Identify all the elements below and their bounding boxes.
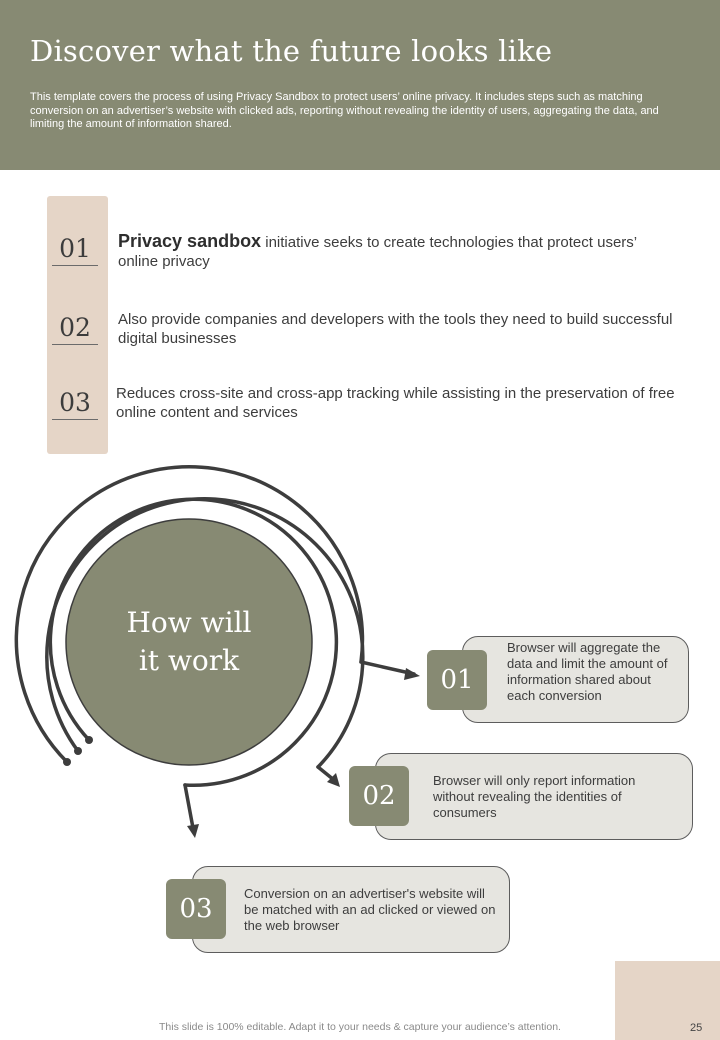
arc-inner bbox=[48, 497, 339, 787]
step-number-01: 01 bbox=[427, 650, 487, 710]
page-number: 25 bbox=[690, 1022, 703, 1034]
arrow-to-step-01 bbox=[359, 660, 416, 676]
step-box-02 bbox=[375, 753, 693, 840]
arc-dot-outer bbox=[63, 758, 71, 766]
point-text-03: Reduces cross-site and cross-app trackin… bbox=[116, 385, 675, 421]
how-it-works-diagram bbox=[14, 465, 420, 838]
header-banner: Discover what the future looks like This… bbox=[0, 0, 720, 170]
point-text-02: Also provide companies and developers wi… bbox=[118, 311, 673, 347]
step-text-03: Conversion on an advertiser's website wi… bbox=[244, 886, 496, 933]
numbers-sidebar bbox=[47, 196, 108, 454]
page-description: This template covers the process of usin… bbox=[30, 91, 659, 130]
center-circle-label: How will it work bbox=[66, 604, 312, 680]
arrowhead-02 bbox=[327, 773, 340, 787]
arrowhead-01 bbox=[404, 668, 420, 680]
point-number-02: 02 bbox=[52, 313, 98, 345]
arc-outer bbox=[14, 465, 365, 764]
footer-note: This slide is 100% editable. Adapt it to… bbox=[159, 1021, 561, 1033]
arrowhead-03 bbox=[187, 824, 199, 838]
step-number-02: 02 bbox=[349, 766, 409, 826]
corner-accent bbox=[615, 961, 720, 1040]
arrow-to-step-03 bbox=[183, 783, 195, 830]
step-box-01 bbox=[462, 636, 689, 723]
arc-dot-inner bbox=[85, 736, 93, 744]
point-text-01: Privacy sandbox initiative seeks to crea… bbox=[118, 232, 678, 271]
step-text-02: Browser will only report information wit… bbox=[433, 773, 636, 820]
step-box-03 bbox=[192, 866, 510, 953]
point-bold-01: Privacy sandbox bbox=[118, 231, 262, 251]
point-number-03: 03 bbox=[52, 388, 98, 420]
arc-dot-middle bbox=[74, 747, 82, 755]
step-text-01: Browser will aggregate the data and limi… bbox=[507, 640, 668, 703]
point-body-01: initiative seeks to create technologies … bbox=[118, 234, 637, 270]
center-label-line1: How will bbox=[126, 606, 252, 639]
step-number-03: 03 bbox=[166, 879, 226, 939]
center-circle bbox=[65, 518, 313, 766]
page-title: Discover what the future looks like bbox=[30, 34, 553, 68]
center-label-line2: it work bbox=[138, 644, 240, 677]
point-number-01: 01 bbox=[52, 234, 98, 266]
